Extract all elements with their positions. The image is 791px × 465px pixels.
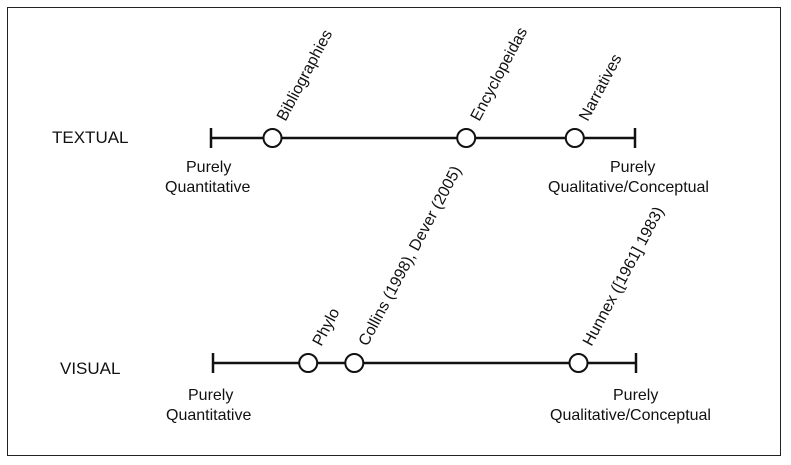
visual-point-hunnex: Hunnex ([1961] 1983)	[568, 204, 668, 373]
visual-row-label: VISUAL	[60, 359, 120, 378]
textual-point-label: Narratives	[576, 52, 625, 124]
textual-row-label: TEXTUAL	[52, 128, 129, 147]
textual-point-marker	[564, 128, 585, 148]
visual-point-label: Hunnex ([1961] 1983)	[580, 204, 668, 349]
textual-row: TEXTUAL Purely Quantitative Purely Quali…	[52, 25, 709, 196]
textual-point-label: Bibliographies	[274, 27, 336, 124]
visual-point-marker	[298, 353, 319, 373]
diagram-frame	[7, 7, 781, 456]
visual-point-label: Phylo	[310, 305, 344, 348]
textual-point-marker	[262, 128, 283, 148]
textual-point-bibliographies: Bibliographies	[262, 27, 336, 148]
textual-right-end-label-line2: Qualitative/Conceptual	[548, 179, 709, 196]
visual-right-end-label-line2: Qualitative/Conceptual	[550, 407, 711, 424]
visual-row: VISUAL Purely Quantitative Purely Qualit…	[60, 163, 711, 424]
textual-left-end-label-line2: Quantitative	[165, 179, 250, 196]
visual-point-label: Collins (1998), Dever (2005)	[356, 163, 465, 348]
visual-right-end-label-line1: Purely	[613, 387, 658, 404]
visual-left-end-label-line1: Purely	[188, 387, 233, 404]
visual-point-collins-dever: Collins (1998), Dever (2005)	[344, 163, 465, 373]
visual-point-marker	[344, 353, 365, 373]
textual-point-encyclopeidas: Encyclopeidas	[456, 25, 531, 148]
visual-point-marker	[568, 353, 589, 373]
textual-point-marker	[456, 128, 477, 148]
textual-left-end-label-line1: Purely	[186, 159, 231, 176]
textual-point-narratives: Narratives	[564, 52, 626, 148]
visual-left-end-label-line2: Quantitative	[166, 407, 251, 424]
textual-right-end-label-line1: Purely	[610, 159, 655, 176]
textual-point-label: Encyclopeidas	[468, 25, 531, 124]
